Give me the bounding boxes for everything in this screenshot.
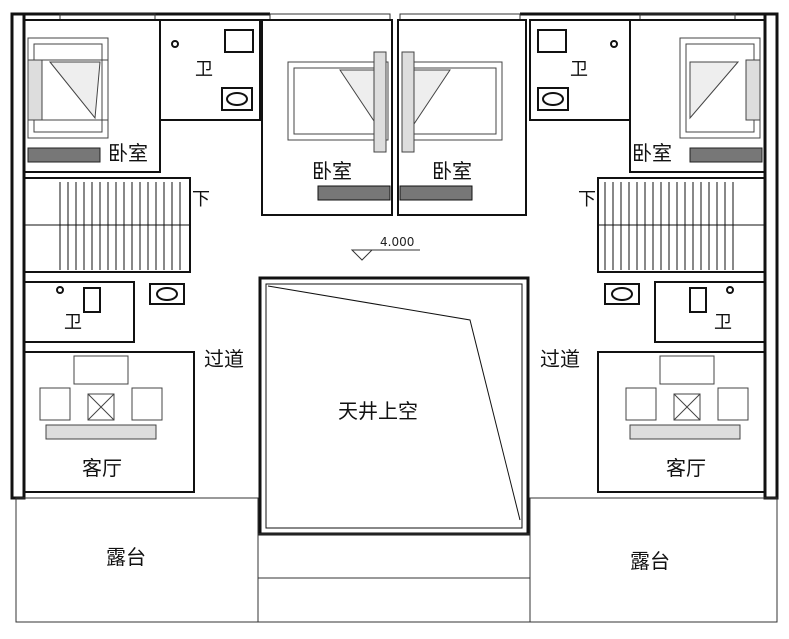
- corridor-label-right: 过道: [540, 347, 580, 371]
- center-left-bedroom: [261, 19, 393, 216]
- sofa-icon: [39, 355, 163, 440]
- bedroom-label-center-left: 卧室: [312, 159, 352, 183]
- living-label-left: 客厅: [82, 456, 122, 480]
- sofa-icon: [625, 355, 749, 440]
- bedroom-label-right: 卧室: [632, 141, 672, 165]
- atrium-label: 天井上空: [338, 399, 418, 423]
- right-bath-bottom: [604, 281, 766, 343]
- corridor-label-left: 过道: [204, 347, 244, 371]
- down-label-right: 下: [578, 189, 596, 210]
- bedroom-label-left: 卧室: [108, 141, 148, 165]
- bath-label-bottom-right: 卫: [714, 312, 732, 333]
- bath-label-top-left: 卫: [195, 59, 213, 80]
- left-bath-top: [159, 19, 261, 121]
- center-right-bedroom: [397, 19, 527, 216]
- left-stairs: [23, 177, 191, 273]
- right-living-room: [597, 351, 766, 493]
- elevation-mark: [350, 249, 420, 261]
- bed-icon: [401, 51, 503, 153]
- bath-label-bottom-left: 卫: [64, 312, 82, 333]
- right-bedroom: [629, 19, 766, 173]
- living-label-right: 客厅: [666, 456, 706, 480]
- bath-label-top-right: 卫: [570, 59, 588, 80]
- bedroom-label-center-right: 卧室: [432, 159, 472, 183]
- right-stairs: [597, 177, 766, 273]
- elevation-label: 4.000: [380, 235, 414, 249]
- left-bath-bottom: [23, 281, 185, 343]
- wardrobe-icon: [27, 147, 101, 163]
- bed-icon: [287, 51, 389, 153]
- bed-icon: [679, 37, 761, 139]
- bed-icon: [27, 37, 109, 139]
- left-living-room: [23, 351, 195, 493]
- down-label-left: 下: [192, 189, 210, 210]
- terrace-label-left: 露台: [106, 545, 146, 569]
- terrace-label-right: 露台: [630, 549, 670, 573]
- terraces: [15, 497, 778, 623]
